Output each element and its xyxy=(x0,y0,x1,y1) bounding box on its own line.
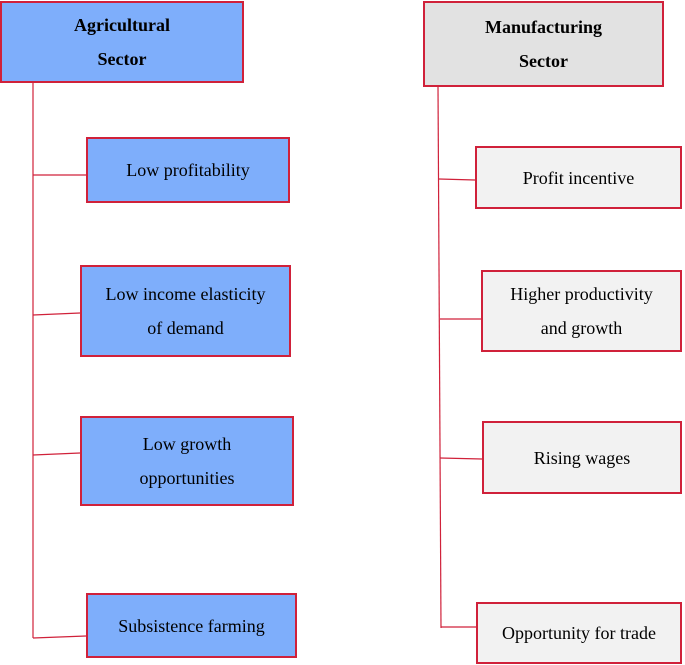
manufacturing-sector-header: Manufacturing Sector xyxy=(423,1,664,87)
manu-branch-1 xyxy=(438,178,476,181)
agri-item-label: Subsistence farming xyxy=(118,615,265,636)
agri-item-label: Low growth opportunities xyxy=(139,434,235,488)
manu-item-higher-productivity: Higher productivity and growth xyxy=(481,270,682,352)
manu-item-opportunity-for-trade: Opportunity for trade xyxy=(476,602,682,664)
agri-branch-4 xyxy=(32,635,87,639)
agri-item-label: Low income elasticity of demand xyxy=(105,284,266,338)
manu-item-profit-incentive: Profit incentive xyxy=(475,146,682,209)
agricultural-sector-title: Agricultural Sector xyxy=(74,15,170,69)
agri-branch-2 xyxy=(32,312,81,316)
manu-item-label: Higher productivity and growth xyxy=(510,284,653,338)
agri-item-low-income-elasticity: Low income elasticity of demand xyxy=(80,265,291,357)
manu-trunk-line xyxy=(437,85,442,629)
agri-item-low-profitability: Low profitability xyxy=(86,137,290,203)
manu-item-rising-wages: Rising wages xyxy=(482,421,682,494)
agri-item-low-growth: Low growth opportunities xyxy=(80,416,294,506)
agricultural-sector-header: Agricultural Sector xyxy=(0,1,244,83)
manu-branch-3 xyxy=(439,457,483,460)
manufacturing-sector-title: Manufacturing Sector xyxy=(485,17,602,71)
manu-item-label: Profit incentive xyxy=(522,167,635,188)
agri-item-subsistence-farming: Subsistence farming xyxy=(86,593,297,658)
manu-item-label: Rising wages xyxy=(533,447,631,468)
agri-branch-3 xyxy=(32,452,81,456)
agri-item-label: Low profitability xyxy=(126,160,250,180)
manu-item-label: Opportunity for trade xyxy=(502,623,656,643)
